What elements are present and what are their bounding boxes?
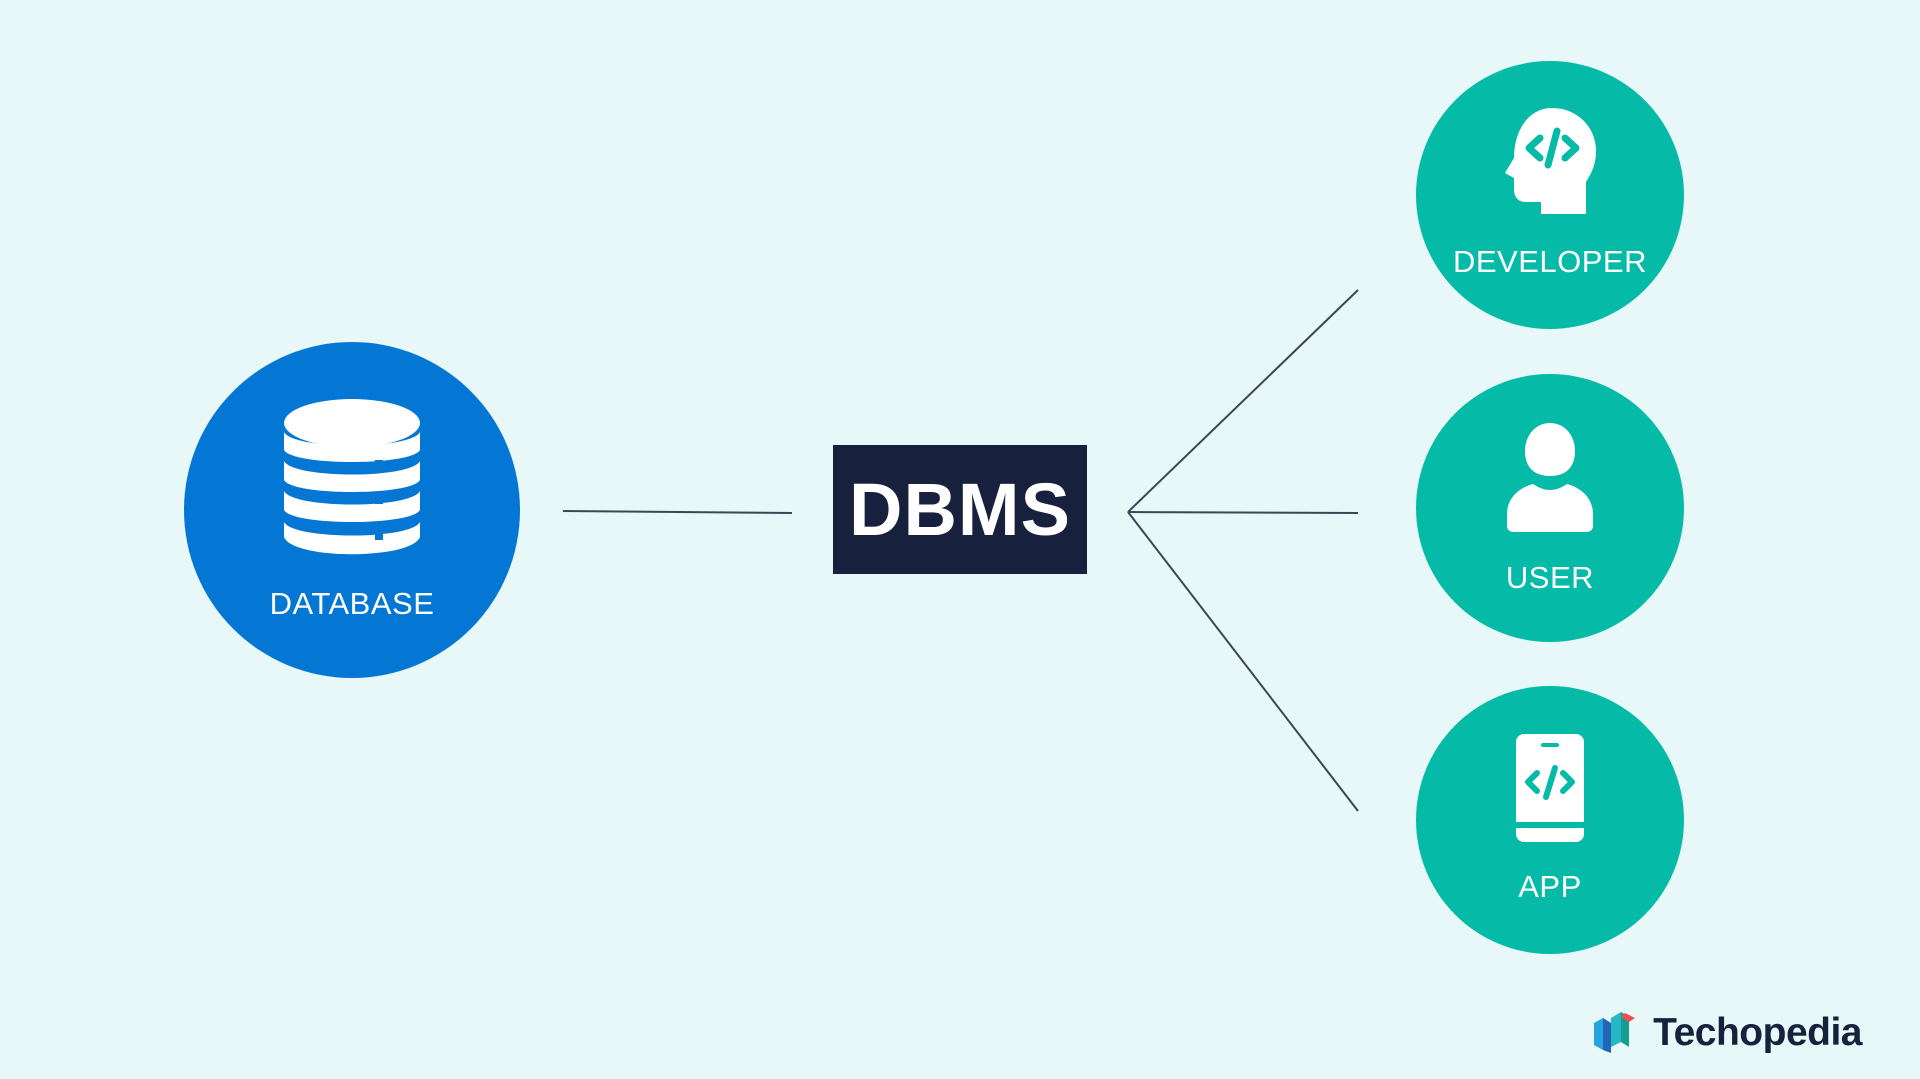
- dbms-center-box: DBMS: [833, 445, 1087, 574]
- techopedia-logo-icon: [1594, 1012, 1636, 1053]
- developer-head-code-icon: [1505, 108, 1596, 214]
- dbms-user-connector: [1127, 511, 1359, 514]
- database-icon: [284, 398, 420, 554]
- database-label: DATABASE: [269, 585, 435, 621]
- mobile-app-code-icon: [1516, 733, 1584, 842]
- developer-label: DEVELOPER: [1452, 244, 1647, 279]
- developer-node: DEVELOPER: [1416, 61, 1684, 329]
- database-node: DATABASE: [184, 342, 520, 678]
- dbms-developer-connector: [1127, 289, 1359, 513]
- user-label: USER: [1505, 559, 1595, 595]
- user-node: USER: [1416, 374, 1684, 642]
- app-node: APP: [1416, 686, 1684, 954]
- database-dbms-connector: [562, 510, 793, 514]
- techopedia-brand: Techopedia: [1593, 1011, 1862, 1053]
- techopedia-brand-name: Techopedia: [1653, 1010, 1862, 1054]
- dbms-app-connector: [1127, 511, 1359, 812]
- user-icon: [1507, 422, 1593, 532]
- app-label: APP: [1518, 868, 1582, 904]
